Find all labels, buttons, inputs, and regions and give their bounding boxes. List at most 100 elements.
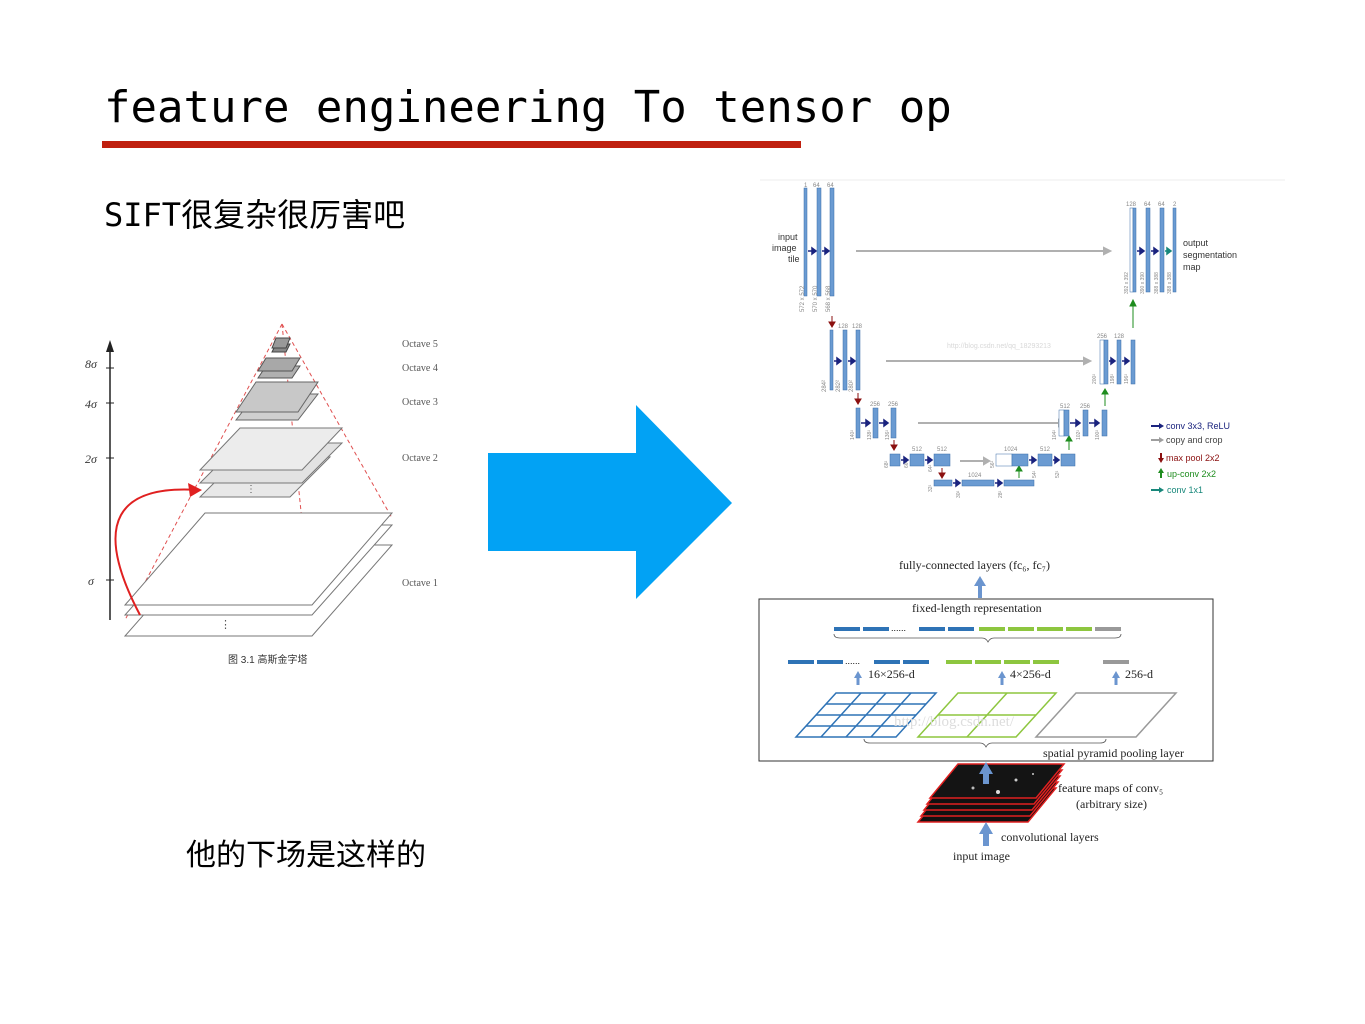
svg-text:1024: 1024: [968, 473, 982, 479]
title-underline: [102, 141, 801, 148]
legend-conv3x3: conv 3x3, ReLU: [1151, 421, 1230, 431]
svg-text:64²: 64²: [928, 464, 934, 472]
svg-text:104²: 104²: [1052, 430, 1058, 440]
octave2-layer-3: [198, 427, 344, 471]
svg-text:54²: 54²: [1032, 470, 1038, 478]
spp-net-diagram: fully-connected layers (fc₆, fc₇) fixed-…: [758, 558, 1214, 863]
spp-dim-4x256: 4×256-d: [1010, 667, 1051, 681]
octave-transition-arrowhead: [188, 483, 202, 497]
svg-text:102²: 102²: [1076, 430, 1082, 440]
spp-fixed-label: fixed-length representation: [912, 601, 1042, 615]
svg-text:198²: 198²: [1110, 374, 1116, 384]
svg-text:segmentation: segmentation: [1183, 250, 1237, 260]
octave-transition-arrow: [114, 488, 199, 616]
svg-text:1024: 1024: [1004, 447, 1018, 453]
sigma-label-1: σ: [88, 574, 95, 588]
spp-16x256-bins: ......: [788, 656, 929, 666]
svg-text:28²: 28²: [998, 490, 1004, 498]
svg-text:256: 256: [888, 402, 899, 408]
svg-text:......: ......: [891, 623, 906, 633]
svg-text:200²: 200²: [1092, 374, 1098, 384]
svg-text:64: 64: [813, 183, 820, 189]
svg-text:388 x 388: 388 x 388: [1154, 272, 1160, 294]
spp-fc-label: fully-connected layers (fc₆, fc₇): [899, 558, 1050, 572]
octave1-dots: ⋮: [220, 619, 231, 631]
svg-text:512: 512: [937, 447, 948, 453]
spp-dim-256: 256-d: [1125, 667, 1153, 681]
svg-text:388 x 388: 388 x 388: [1167, 272, 1173, 294]
svg-text:284²: 284²: [822, 380, 828, 392]
slide-subtitle: SIFT很复杂很厉害吧: [104, 196, 406, 234]
svg-text:512: 512: [1060, 404, 1071, 410]
slide-title: feature engineering To tensor op: [104, 82, 952, 133]
svg-text:30²: 30²: [956, 490, 962, 498]
unet-watermark: http://blog.csdn.net/qq_18293213: [947, 343, 1051, 350]
sigma-label-4: 4σ: [85, 397, 98, 411]
octave-label-3: Octave 3: [402, 397, 438, 408]
svg-text:up-conv 2x2: up-conv 2x2: [1167, 469, 1216, 479]
svg-text:52²: 52²: [1055, 470, 1061, 478]
legend-copy-crop: copy and crop: [1151, 435, 1223, 445]
svg-text:256: 256: [870, 402, 881, 408]
octave-label-1: Octave 1: [402, 578, 438, 589]
svg-text:......: ......: [845, 656, 860, 666]
svg-text:copy and crop: copy and crop: [1166, 435, 1223, 445]
svg-text:572 x 572: 572 x 572: [800, 285, 806, 312]
svg-text:128: 128: [1126, 202, 1137, 208]
spp-pool-grid-4x4: [794, 692, 938, 738]
octave3-layer-2: [235, 381, 319, 413]
unet-input-label: input: [778, 232, 798, 242]
svg-text:570 x 570: 570 x 570: [813, 285, 819, 312]
svg-text:512: 512: [912, 447, 923, 453]
octave2-dots: ⋮: [246, 484, 256, 495]
octave-label-4: Octave 4: [402, 363, 438, 374]
unet-level1-encoder: 1 64 64 572 x 572 570 x 570 568 x 568: [800, 183, 834, 312]
svg-text:100²: 100²: [1095, 430, 1101, 440]
svg-text:128: 128: [852, 324, 863, 330]
svg-text:512: 512: [1040, 447, 1051, 453]
spp-feature-maps: [916, 763, 1066, 823]
svg-text:196²: 196²: [1124, 374, 1130, 384]
svg-text:68²: 68²: [884, 460, 890, 468]
svg-text:140²: 140²: [850, 430, 856, 440]
legend-conv1x1: conv 1x1: [1151, 485, 1203, 495]
octave-label-2: Octave 2: [402, 453, 438, 464]
sigma-label-2: 2σ: [85, 452, 98, 466]
svg-text:136²: 136²: [885, 430, 891, 440]
svg-text:128: 128: [838, 324, 849, 330]
svg-text:256: 256: [1097, 334, 1108, 340]
transition-arrow-icon: [488, 405, 732, 599]
octave5-layer-2: [271, 337, 291, 349]
svg-text:138²: 138²: [867, 430, 873, 440]
svg-text:66²: 66²: [904, 460, 910, 468]
svg-text:map: map: [1183, 262, 1201, 272]
pyramid-figure-caption: 图 3.1 高斯金字塔: [228, 653, 307, 666]
svg-text:(arbitrary size): (arbitrary size): [1076, 797, 1147, 811]
svg-text:64: 64: [1158, 202, 1165, 208]
svg-text:282²: 282²: [836, 380, 842, 392]
svg-text:conv 3x3, ReLU: conv 3x3, ReLU: [1166, 421, 1230, 431]
svg-text:64: 64: [1144, 202, 1151, 208]
spp-layer-box: [758, 598, 1214, 762]
unet-legend: conv 3x3, ReLU copy and crop max pool 2x…: [1151, 421, 1230, 495]
svg-text:280²: 280²: [849, 380, 855, 392]
svg-text:256: 256: [1080, 404, 1091, 410]
unet-upconv-arrows: [1015, 298, 1137, 478]
svg-text:56²: 56²: [990, 460, 996, 468]
spp-feature-label: feature maps of conv₅: [1058, 781, 1163, 795]
svg-text:392 x 392: 392 x 392: [1124, 272, 1130, 294]
svg-text:64: 64: [827, 183, 834, 189]
unet-architecture-diagram: 1 64 64 572 x 572 570 x 570 568 x 568 in…: [760, 179, 1285, 498]
spp-input-label: input image: [953, 849, 1010, 863]
spp-pool-grid-2x2: [916, 692, 1058, 738]
spp-pool-label: spatial pyramid pooling layer: [1043, 746, 1184, 760]
spp-pool-grid-1x1: [1034, 692, 1178, 738]
svg-text:image: image: [772, 243, 797, 253]
svg-text:2: 2: [1173, 202, 1177, 208]
gaussian-pyramid-figure: 8σ 4σ 2σ σ ⋮ ⋮ Octave 5 Octave 4 Octave …: [85, 323, 438, 666]
sigma-axis-arrowhead: [106, 340, 114, 352]
spp-256-bin: [1103, 660, 1129, 664]
svg-text:tile: tile: [788, 254, 800, 264]
svg-text:128: 128: [1114, 334, 1125, 340]
legend-max-pool: max pool 2x2: [1158, 453, 1220, 463]
